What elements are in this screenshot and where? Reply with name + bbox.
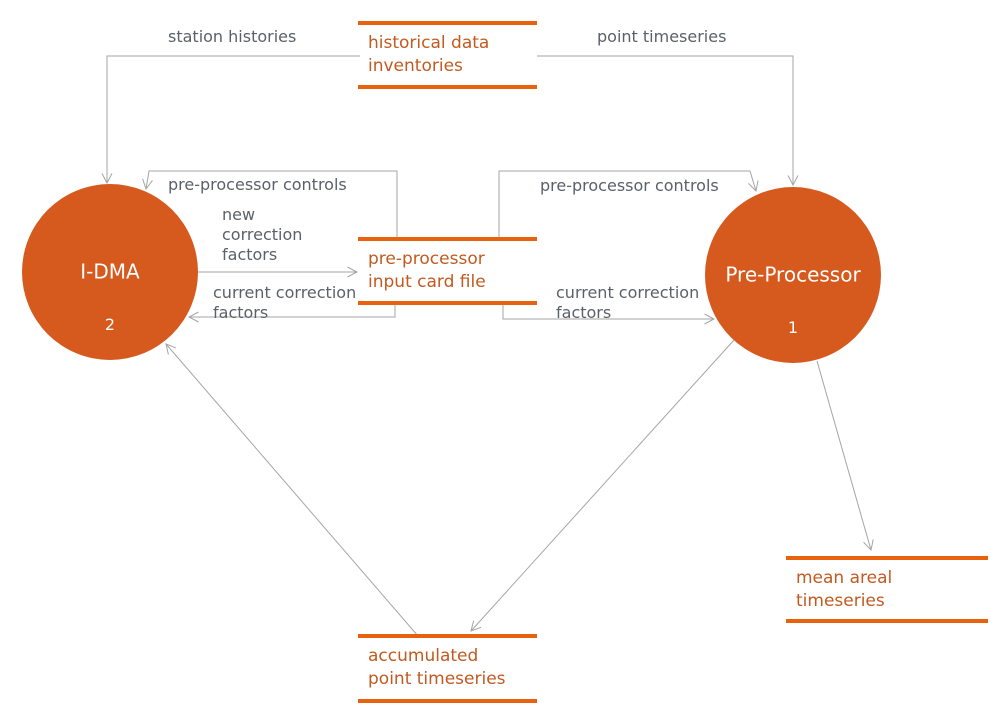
- flow-line-preprocessor-to-mean-areal[interactable]: [816, 360, 874, 552]
- flow-line-accumulated-to-idma[interactable]: [165, 343, 419, 637]
- flow-label-new-correction-factors: new correction factors: [222, 205, 303, 264]
- store-label: pre-processor input card file: [368, 249, 486, 292]
- flow-label-preprocessor-controls-right: pre-processor controls: [540, 176, 719, 195]
- store-mean-areal-timeseries[interactable]: mean areal timeseries: [786, 556, 988, 623]
- process-label: I-DMA: [80, 259, 140, 284]
- flow-line-point-timeseries[interactable]: [537, 55, 799, 187]
- store-label: accumulated point timeseries: [368, 646, 506, 689]
- store-historical-data-inventories[interactable]: historical data inventories: [358, 21, 537, 89]
- flow-line-preprocessor-controls-left[interactable]: [142, 170, 398, 239]
- process-pre-processor[interactable]: Pre-Processor 1: [705, 187, 881, 363]
- flow-label-preprocessor-controls-left: pre-processor controls: [168, 175, 347, 194]
- flow-line-current-correction-factors-right[interactable]: [502, 305, 716, 325]
- flow-line-preprocessor-controls-right[interactable]: [498, 170, 759, 239]
- store-accumulated-point-timeseries[interactable]: accumulated point timeseries: [358, 634, 537, 703]
- store-pre-processor-input-card-file[interactable]: pre-processor input card file: [358, 237, 537, 305]
- flow-line-current-correction-factors-left[interactable]: [187, 305, 396, 323]
- flow-label-point-timeseries: point timeseries: [597, 27, 727, 46]
- process-label: Pre-Processor: [725, 262, 861, 287]
- flow-line-preprocessor-to-accumulated[interactable]: [470, 339, 735, 632]
- flow-label-current-correction-factors-left: current correction factors: [213, 283, 357, 322]
- process-number: 1: [787, 318, 799, 337]
- flow-label-station-histories: station histories: [168, 27, 297, 46]
- store-label: mean areal timeseries: [796, 568, 893, 611]
- store-label: historical data inventories: [368, 33, 490, 76]
- flow-label-current-correction-factors-right: current correction factors: [556, 283, 700, 322]
- process-number: 2: [104, 315, 116, 334]
- flow-line-station-histories[interactable]: [101, 55, 360, 185]
- process-i-dma[interactable]: I-DMA 2: [22, 184, 198, 360]
